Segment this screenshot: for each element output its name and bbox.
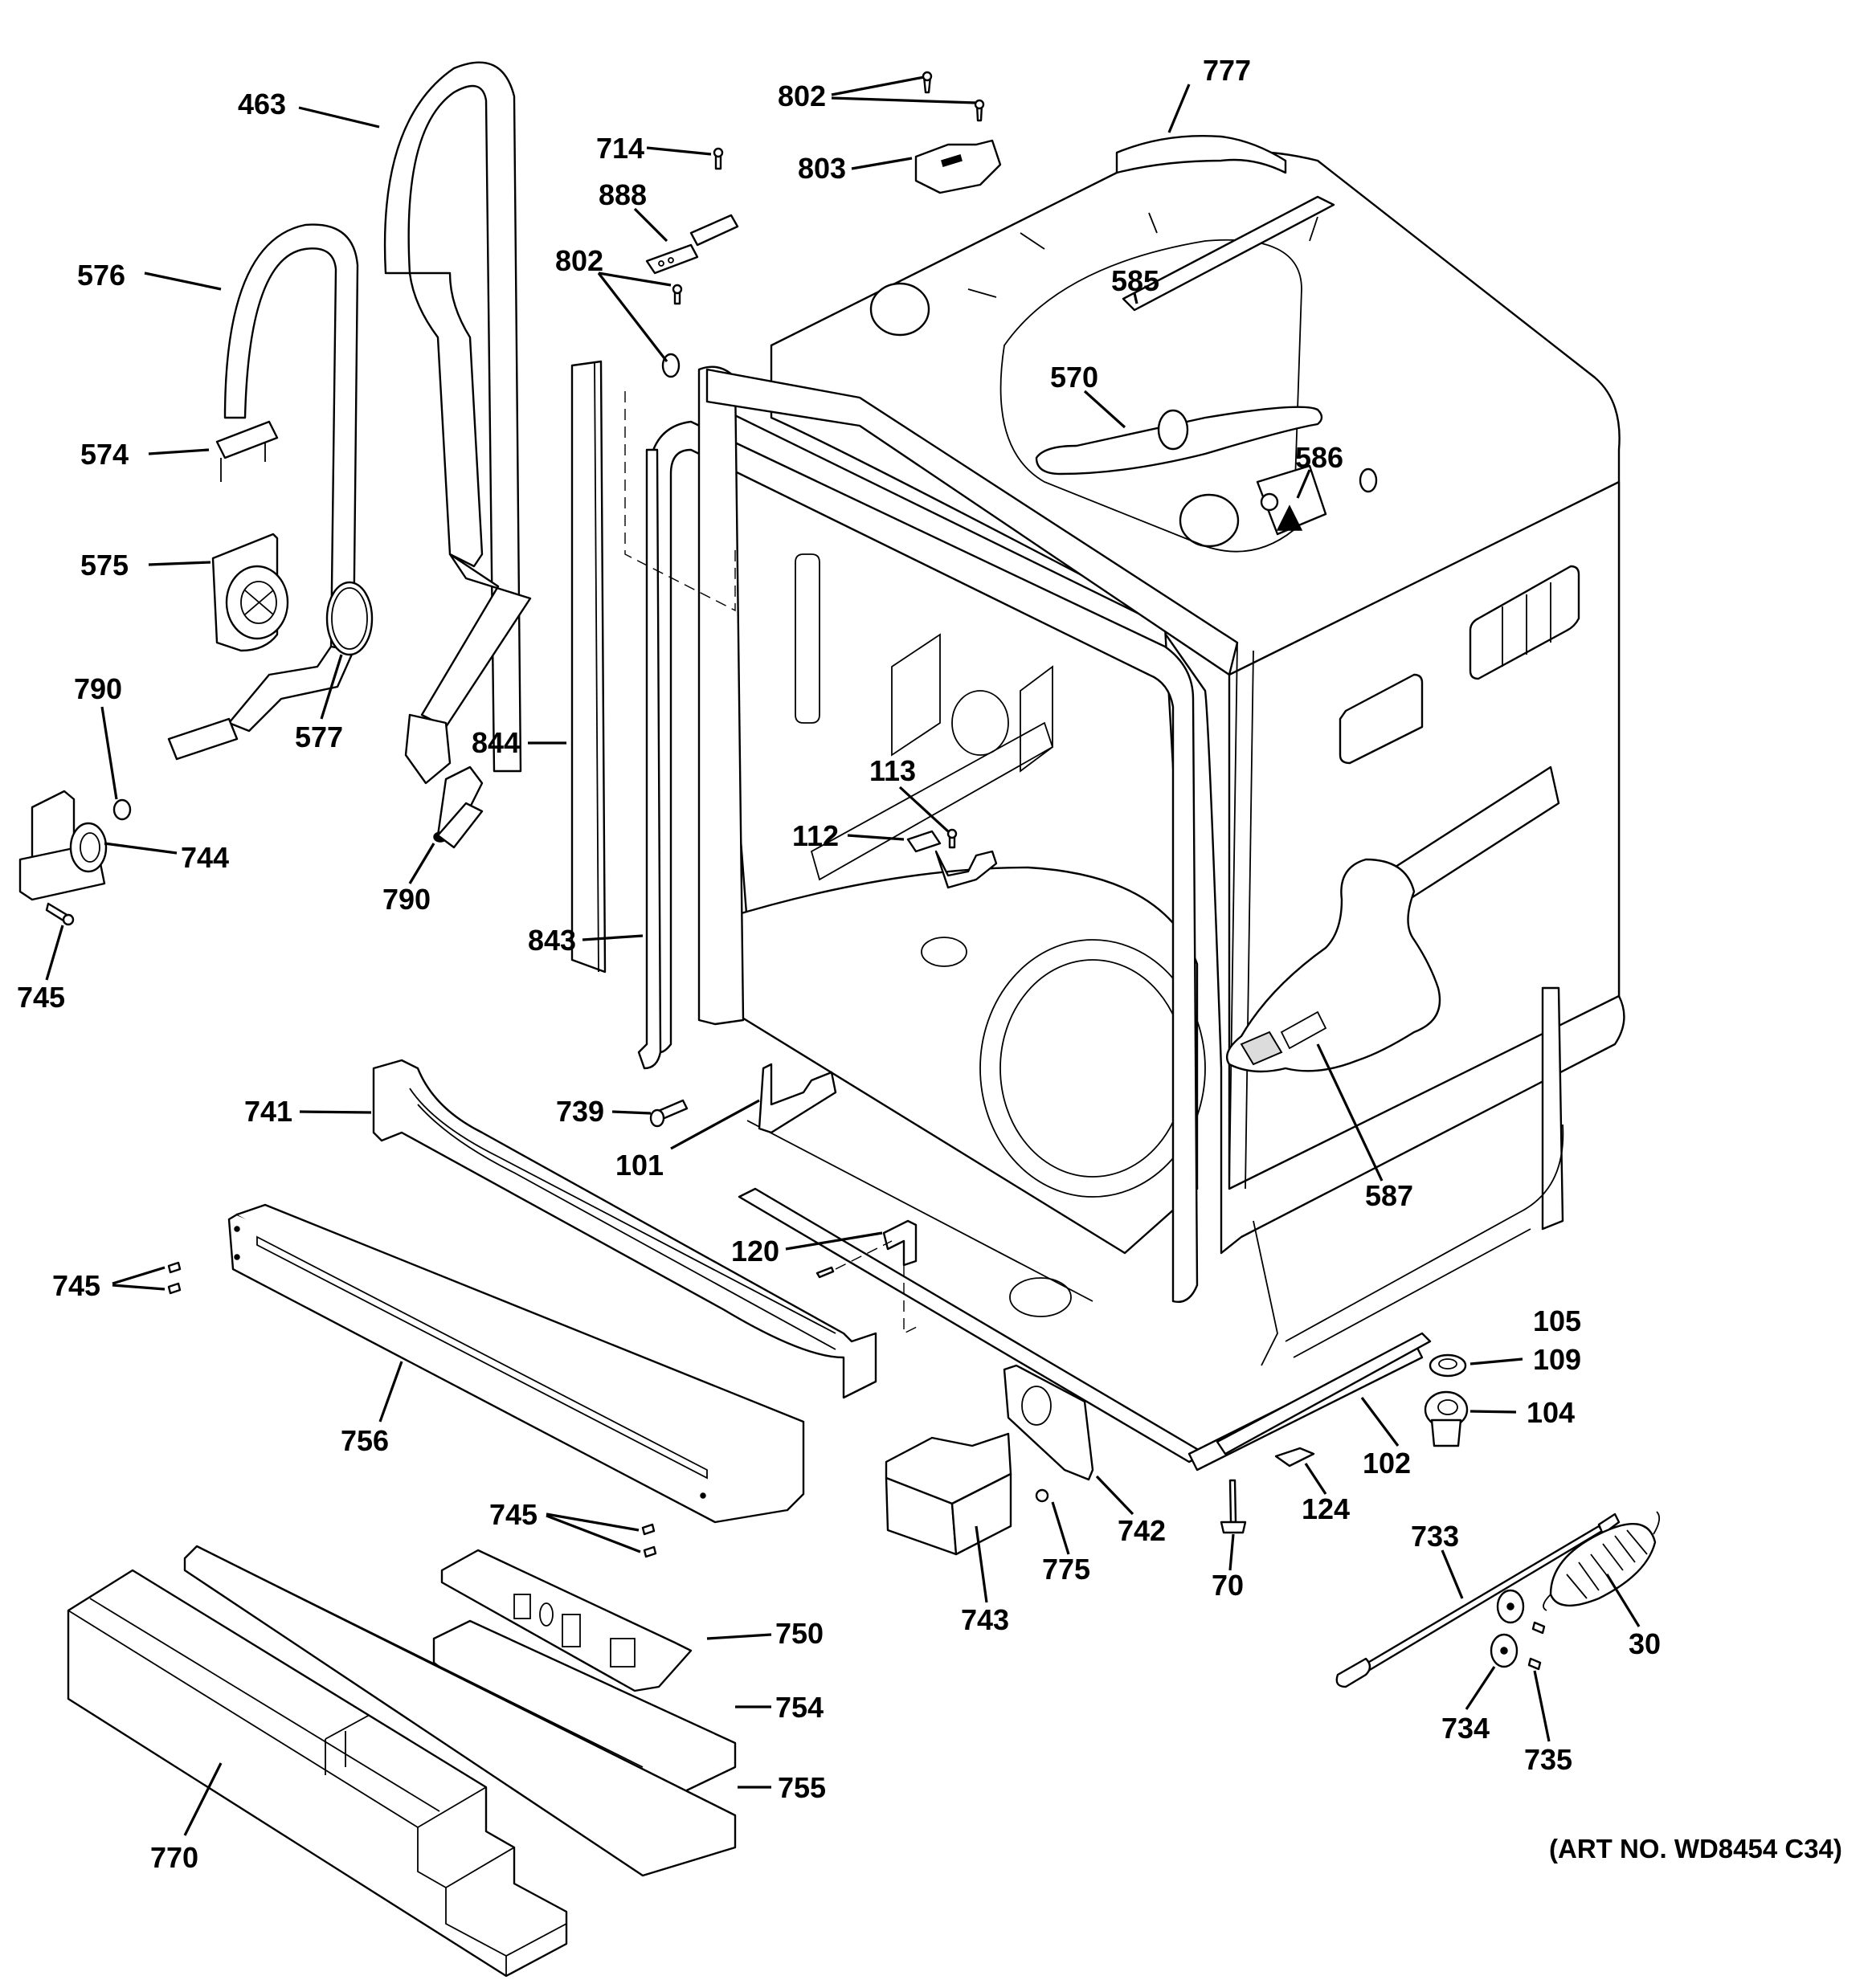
callout-587: 587 [1365, 1179, 1413, 1212]
part-754-tray [432, 1619, 737, 1817]
callout-744: 744 [181, 841, 229, 874]
callout-756: 756 [341, 1424, 389, 1457]
part-745-screw-b [167, 1282, 182, 1295]
callout-754: 754 [775, 1691, 824, 1724]
callout-576: 576 [77, 259, 125, 292]
part-775-screw [1035, 1488, 1049, 1503]
callout-102: 102 [1363, 1447, 1411, 1480]
part-741-shroud [372, 1059, 877, 1399]
part-745-screw-a [167, 1261, 182, 1274]
part-120-screw [815, 1266, 835, 1279]
part-745-screw-c [641, 1523, 656, 1536]
callout-741: 741 [244, 1095, 292, 1128]
callout-770: 770 [150, 1841, 198, 1874]
callout-574: 574 [80, 438, 129, 471]
callout-888: 888 [599, 178, 647, 211]
part-112-bracket [906, 830, 942, 853]
part-576-fill-hose [167, 223, 359, 761]
part-574-bracket [215, 420, 279, 459]
part-735-screw-b [1527, 1657, 1542, 1671]
callout-101: 101 [615, 1149, 664, 1182]
callout-70: 70 [1212, 1569, 1244, 1602]
part-30-spring [1543, 1511, 1661, 1611]
part-734-pulley [1490, 1589, 1525, 1668]
callout-739: 739 [556, 1095, 604, 1128]
part-120-bracket [882, 1219, 918, 1267]
callout-743: 743 [961, 1603, 1009, 1636]
part-790-clamp-mid [436, 802, 484, 849]
part-101-bracket [758, 1063, 837, 1134]
callout-745-mid: 745 [52, 1269, 100, 1302]
callout-790-left: 790 [74, 672, 122, 705]
part-756-toekick [227, 1203, 805, 1524]
part-777-top-pad [1115, 134, 1287, 174]
callout-803: 803 [798, 152, 846, 185]
part-750-control-board [440, 1549, 693, 1692]
part-742-plate [1003, 1364, 1094, 1481]
callout-105: 105 [1533, 1304, 1581, 1337]
callout-733: 733 [1411, 1520, 1459, 1553]
part-109-washer [1429, 1353, 1467, 1378]
part-744-inlet-valve [18, 790, 108, 901]
part-70-leveling-leg [1220, 1479, 1247, 1534]
callout-120: 120 [731, 1235, 779, 1268]
callout-790-mid: 790 [382, 883, 431, 916]
callout-577: 577 [295, 720, 343, 753]
part-888-bracket [645, 214, 739, 275]
part-463-drain-hose [383, 61, 532, 843]
callout-802-mid: 802 [555, 244, 603, 277]
part-790-clamp-left [112, 798, 132, 821]
callout-734: 734 [1441, 1712, 1490, 1745]
leader-lines [45, 76, 1641, 1836]
callout-844: 844 [472, 726, 520, 759]
callout-742: 742 [1118, 1514, 1166, 1547]
callout-463: 463 [238, 88, 286, 120]
part-745-screw-d [643, 1545, 657, 1558]
callout-112: 112 [792, 819, 839, 852]
part-770-insulation [67, 1569, 568, 1978]
callout-714: 714 [596, 132, 644, 165]
part-575-vent [211, 533, 289, 652]
part-743-junction-box [885, 1432, 1012, 1556]
callout-585: 585 [1111, 264, 1159, 297]
part-124-clip [1274, 1447, 1315, 1468]
callout-30: 30 [1629, 1627, 1661, 1660]
callout-755: 755 [778, 1771, 826, 1804]
part-843-seal [637, 448, 662, 1070]
part-104-nut [1424, 1390, 1469, 1447]
callout-104: 104 [1527, 1396, 1575, 1429]
callout-775: 775 [1042, 1553, 1090, 1586]
tub-assembly [649, 149, 1625, 1472]
callout-586: 586 [1295, 441, 1343, 474]
callout-745-low: 745 [489, 1498, 538, 1531]
part-803-door-latch [914, 139, 1002, 194]
part-586-vent [1256, 464, 1327, 536]
callout-124: 124 [1302, 1492, 1350, 1525]
callout-750: 750 [775, 1617, 824, 1650]
callout-745-left: 745 [17, 981, 65, 1014]
callout-843: 843 [528, 924, 576, 957]
callout-113: 113 [869, 754, 916, 787]
callout-735: 735 [1524, 1743, 1572, 1776]
callout-109: 109 [1533, 1343, 1581, 1376]
callout-570: 570 [1050, 361, 1098, 394]
part-585-spray-bar [1122, 195, 1335, 312]
art-number: (ART NO. WD8454 C34) [1549, 1834, 1842, 1863]
part-577-gasket [325, 581, 374, 656]
part-844-seal [570, 360, 607, 974]
callouts: 463 802 777 714 803 888 576 802 585 570 … [17, 54, 1842, 1874]
part-735-screw-a [1531, 1621, 1546, 1635]
callout-802-top: 802 [778, 80, 826, 112]
callout-777: 777 [1203, 54, 1251, 87]
callout-575: 575 [80, 549, 129, 582]
part-102-rail [1216, 1332, 1432, 1455]
